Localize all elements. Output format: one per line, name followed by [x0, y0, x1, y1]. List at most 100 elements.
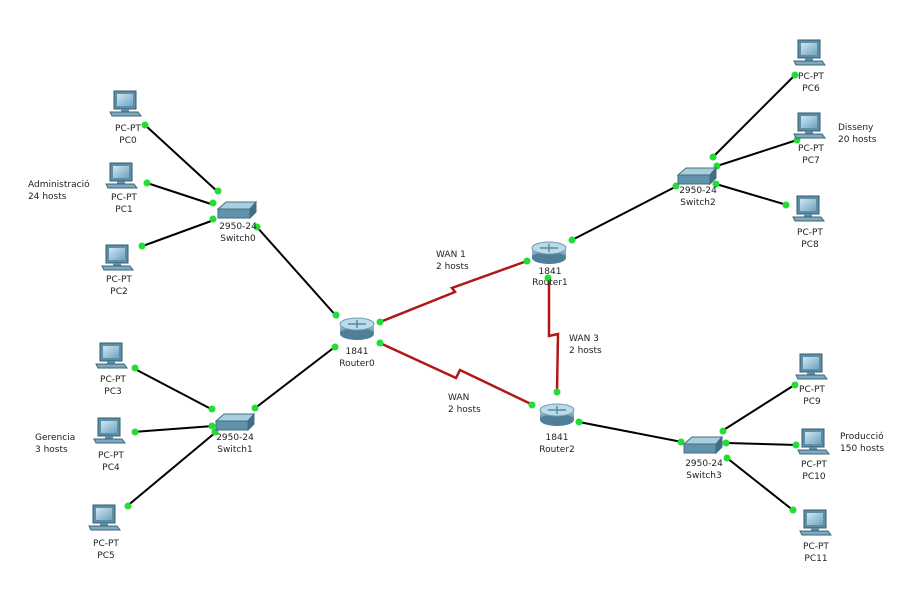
- device-name: PC10: [802, 472, 825, 482]
- serial-link-router0-router2[interactable]: [379, 341, 534, 407]
- device-name: Switch0: [220, 234, 256, 244]
- link-switch3-pc9[interactable]: [721, 383, 797, 432]
- device-model: PC-PT: [799, 385, 825, 395]
- link-switch3-pc10[interactable]: [726, 442, 798, 446]
- link-switch3-pc11[interactable]: [726, 457, 795, 512]
- note-line: 2 hosts: [436, 262, 469, 272]
- switch-icon: [215, 413, 255, 431]
- router-icon: [539, 403, 575, 427]
- pc-icon: [105, 162, 138, 189]
- note-line: WAN 3: [569, 334, 599, 344]
- note-line: WAN: [448, 393, 469, 403]
- device-model: 1841: [546, 433, 569, 443]
- device-name: PC7: [802, 156, 819, 166]
- pc-icon: [88, 504, 121, 531]
- device-model: 2950-24: [685, 459, 723, 469]
- links: [125, 73, 798, 512]
- device-model: 2950-24: [216, 433, 254, 443]
- link-switch2-pc8[interactable]: [715, 183, 788, 206]
- switch-icon: [217, 201, 257, 219]
- switch-icon: [683, 436, 723, 454]
- link-switch2-pc6[interactable]: [711, 73, 797, 159]
- serial-link-router0-router1[interactable]: [379, 259, 528, 324]
- pc-icon: [109, 90, 142, 117]
- link-pc2-switch0[interactable]: [139, 219, 215, 248]
- serial-link-router1-router2[interactable]: [547, 276, 560, 393]
- note-line: 24 hosts: [28, 192, 67, 202]
- link-switch2-pc7[interactable]: [716, 139, 798, 167]
- device-name: PC4: [102, 463, 120, 473]
- note-line: Disseny: [838, 123, 874, 133]
- device-name: Router0: [339, 359, 375, 369]
- device-name: Switch1: [217, 445, 252, 455]
- device-name: PC1: [115, 205, 132, 215]
- device-model: PC-PT: [111, 193, 137, 203]
- router-icon: [339, 317, 375, 341]
- pc-icon: [793, 112, 826, 139]
- device-name: Switch2: [680, 198, 715, 208]
- pc-icon: [792, 195, 825, 222]
- device-model: 1841: [346, 347, 369, 357]
- device-model: PC-PT: [98, 451, 124, 461]
- pc-icon: [795, 353, 828, 380]
- pc-pc9[interactable]: PC-PT PC9: [795, 353, 828, 407]
- link-switch0-router0[interactable]: [255, 225, 339, 319]
- pc-pc4[interactable]: PC-PT PC4: [93, 417, 126, 473]
- pc-pc1[interactable]: PC-PT PC1: [105, 162, 138, 215]
- note-line: Producció: [840, 431, 884, 442]
- link-router2-switch3[interactable]: [578, 421, 683, 443]
- note-line: Administració: [28, 179, 90, 190]
- note-line: 2 hosts: [569, 346, 602, 356]
- device-model: PC-PT: [803, 542, 829, 552]
- device-name: PC11: [804, 554, 827, 564]
- device-model: PC-PT: [93, 539, 119, 549]
- note-line: WAN 1: [436, 250, 466, 260]
- note-wan2: WAN 2 hosts: [448, 393, 481, 415]
- note-line: Gerencia: [35, 433, 75, 443]
- device-model: 2950-24: [679, 186, 717, 196]
- device-model: 1841: [539, 267, 562, 277]
- pc-pc11[interactable]: PC-PT PC11: [799, 509, 832, 564]
- note-line: 3 hosts: [35, 445, 68, 455]
- router-icon: [531, 241, 567, 265]
- device-model: 2950-24: [219, 222, 257, 232]
- device-name: Router2: [539, 445, 575, 455]
- link-pc0-switch0[interactable]: [144, 124, 219, 193]
- device-name: Router1: [532, 278, 568, 288]
- link-pc3-switch1[interactable]: [132, 367, 214, 411]
- device-name: PC9: [803, 397, 821, 407]
- link-switch1-router0[interactable]: [253, 345, 337, 410]
- device-name: PC3: [104, 387, 121, 397]
- device-name: Switch3: [686, 471, 721, 481]
- link-pc5-switch1[interactable]: [125, 431, 217, 508]
- note-line: 20 hosts: [838, 135, 877, 145]
- pc-icon: [799, 509, 832, 536]
- device-name: PC2: [110, 287, 127, 297]
- device-name: PC6: [802, 84, 820, 94]
- link-pc4-switch1[interactable]: [132, 425, 214, 433]
- switch-icon: [677, 167, 717, 185]
- device-model: PC-PT: [797, 228, 823, 238]
- link-router1-switch2[interactable]: [571, 185, 678, 241]
- note-line: 2 hosts: [448, 405, 481, 415]
- pc-icon: [793, 39, 826, 66]
- device-name: PC0: [119, 136, 137, 146]
- link-pc1-switch0[interactable]: [146, 182, 215, 206]
- port-indicators: [124, 71, 801, 514]
